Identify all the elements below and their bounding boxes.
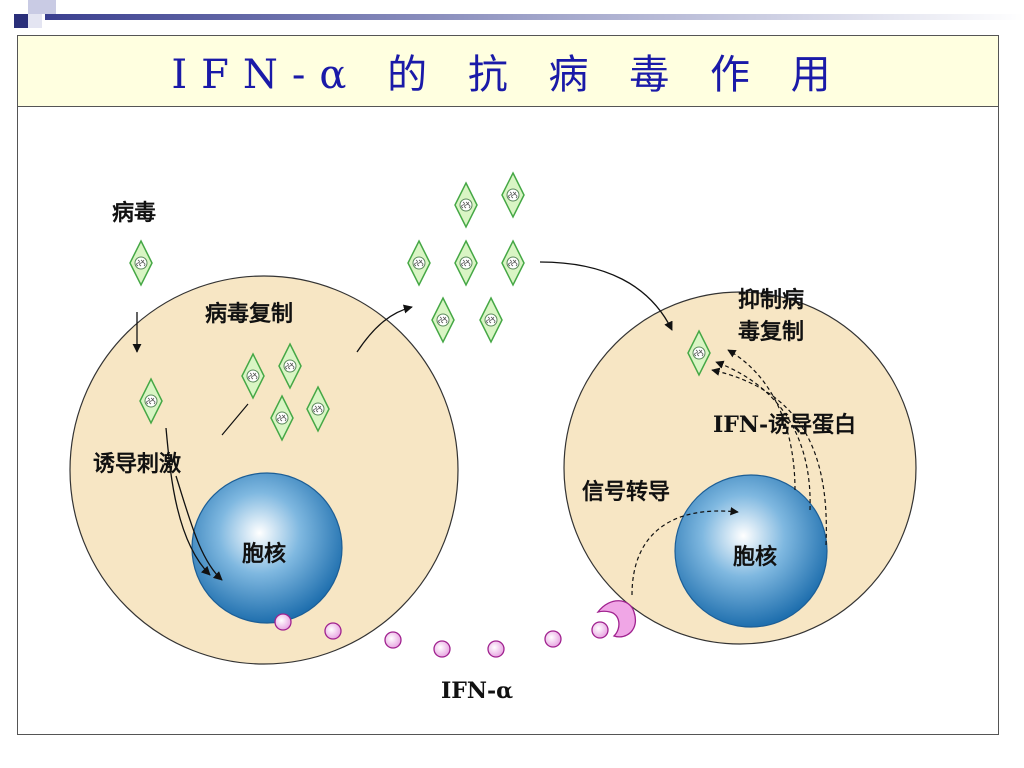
virus-label: 病毒	[112, 200, 157, 226]
virus-icon	[454, 240, 478, 286]
inhibit-line-1: 抑制病	[738, 287, 805, 313]
virus-icon	[501, 240, 525, 286]
ifn-molecule	[433, 640, 451, 658]
slide-title: IFN-α 的 抗 病 毒 作 用	[171, 52, 845, 98]
nucleus-label-left: 胞核	[242, 541, 287, 567]
virus-icon	[479, 297, 503, 343]
virus-icon	[129, 240, 153, 286]
top-decoration-bar	[0, 0, 1024, 32]
stimulus-arrow-2	[175, 475, 223, 581]
ifn-molecule	[487, 640, 505, 658]
ifn-molecule	[324, 622, 342, 640]
ifn-induced-protein-label: IFN-诱导蛋白	[713, 412, 857, 438]
ifn-molecule	[544, 630, 562, 648]
left-nucleus	[191, 472, 343, 624]
virus-icon	[431, 297, 455, 343]
transfer-arrow	[539, 261, 673, 331]
content-frame	[17, 107, 999, 735]
ifn-molecule	[384, 631, 402, 649]
ifn-molecule	[274, 613, 292, 631]
title-box: IFN-α 的 抗 病 毒 作 用	[17, 35, 999, 107]
virus-replication-label: 病毒复制	[205, 301, 294, 327]
protein-arrow-3	[711, 367, 827, 546]
virus-icon	[501, 172, 525, 218]
right-cell	[563, 291, 917, 645]
right-nucleus	[674, 474, 828, 628]
signal-arrow	[631, 507, 739, 596]
ifn-alpha-label: IFN-α	[441, 678, 514, 704]
ifn-receptor	[596, 600, 637, 638]
protein-arrow-2	[715, 360, 811, 511]
replication-line	[221, 403, 249, 436]
protein-arrow-1	[727, 349, 796, 491]
nucleus-label-right: 胞核	[733, 544, 778, 570]
inhibit-replication-label: 抑制病 毒复制	[738, 284, 804, 348]
virus-icon	[407, 240, 431, 286]
release-arrow	[356, 304, 413, 353]
top-bar-graphic	[14, 0, 1024, 28]
stimulus-arrow-1	[165, 427, 211, 576]
left-cell	[69, 275, 459, 665]
ifn-molecule	[591, 621, 609, 639]
signal-transduction-label: 信号转导	[582, 479, 671, 505]
induce-stimulate-label: 诱导刺激	[93, 451, 182, 477]
inhibit-line-2: 毒复制	[738, 319, 805, 345]
virus-icon	[454, 182, 478, 228]
